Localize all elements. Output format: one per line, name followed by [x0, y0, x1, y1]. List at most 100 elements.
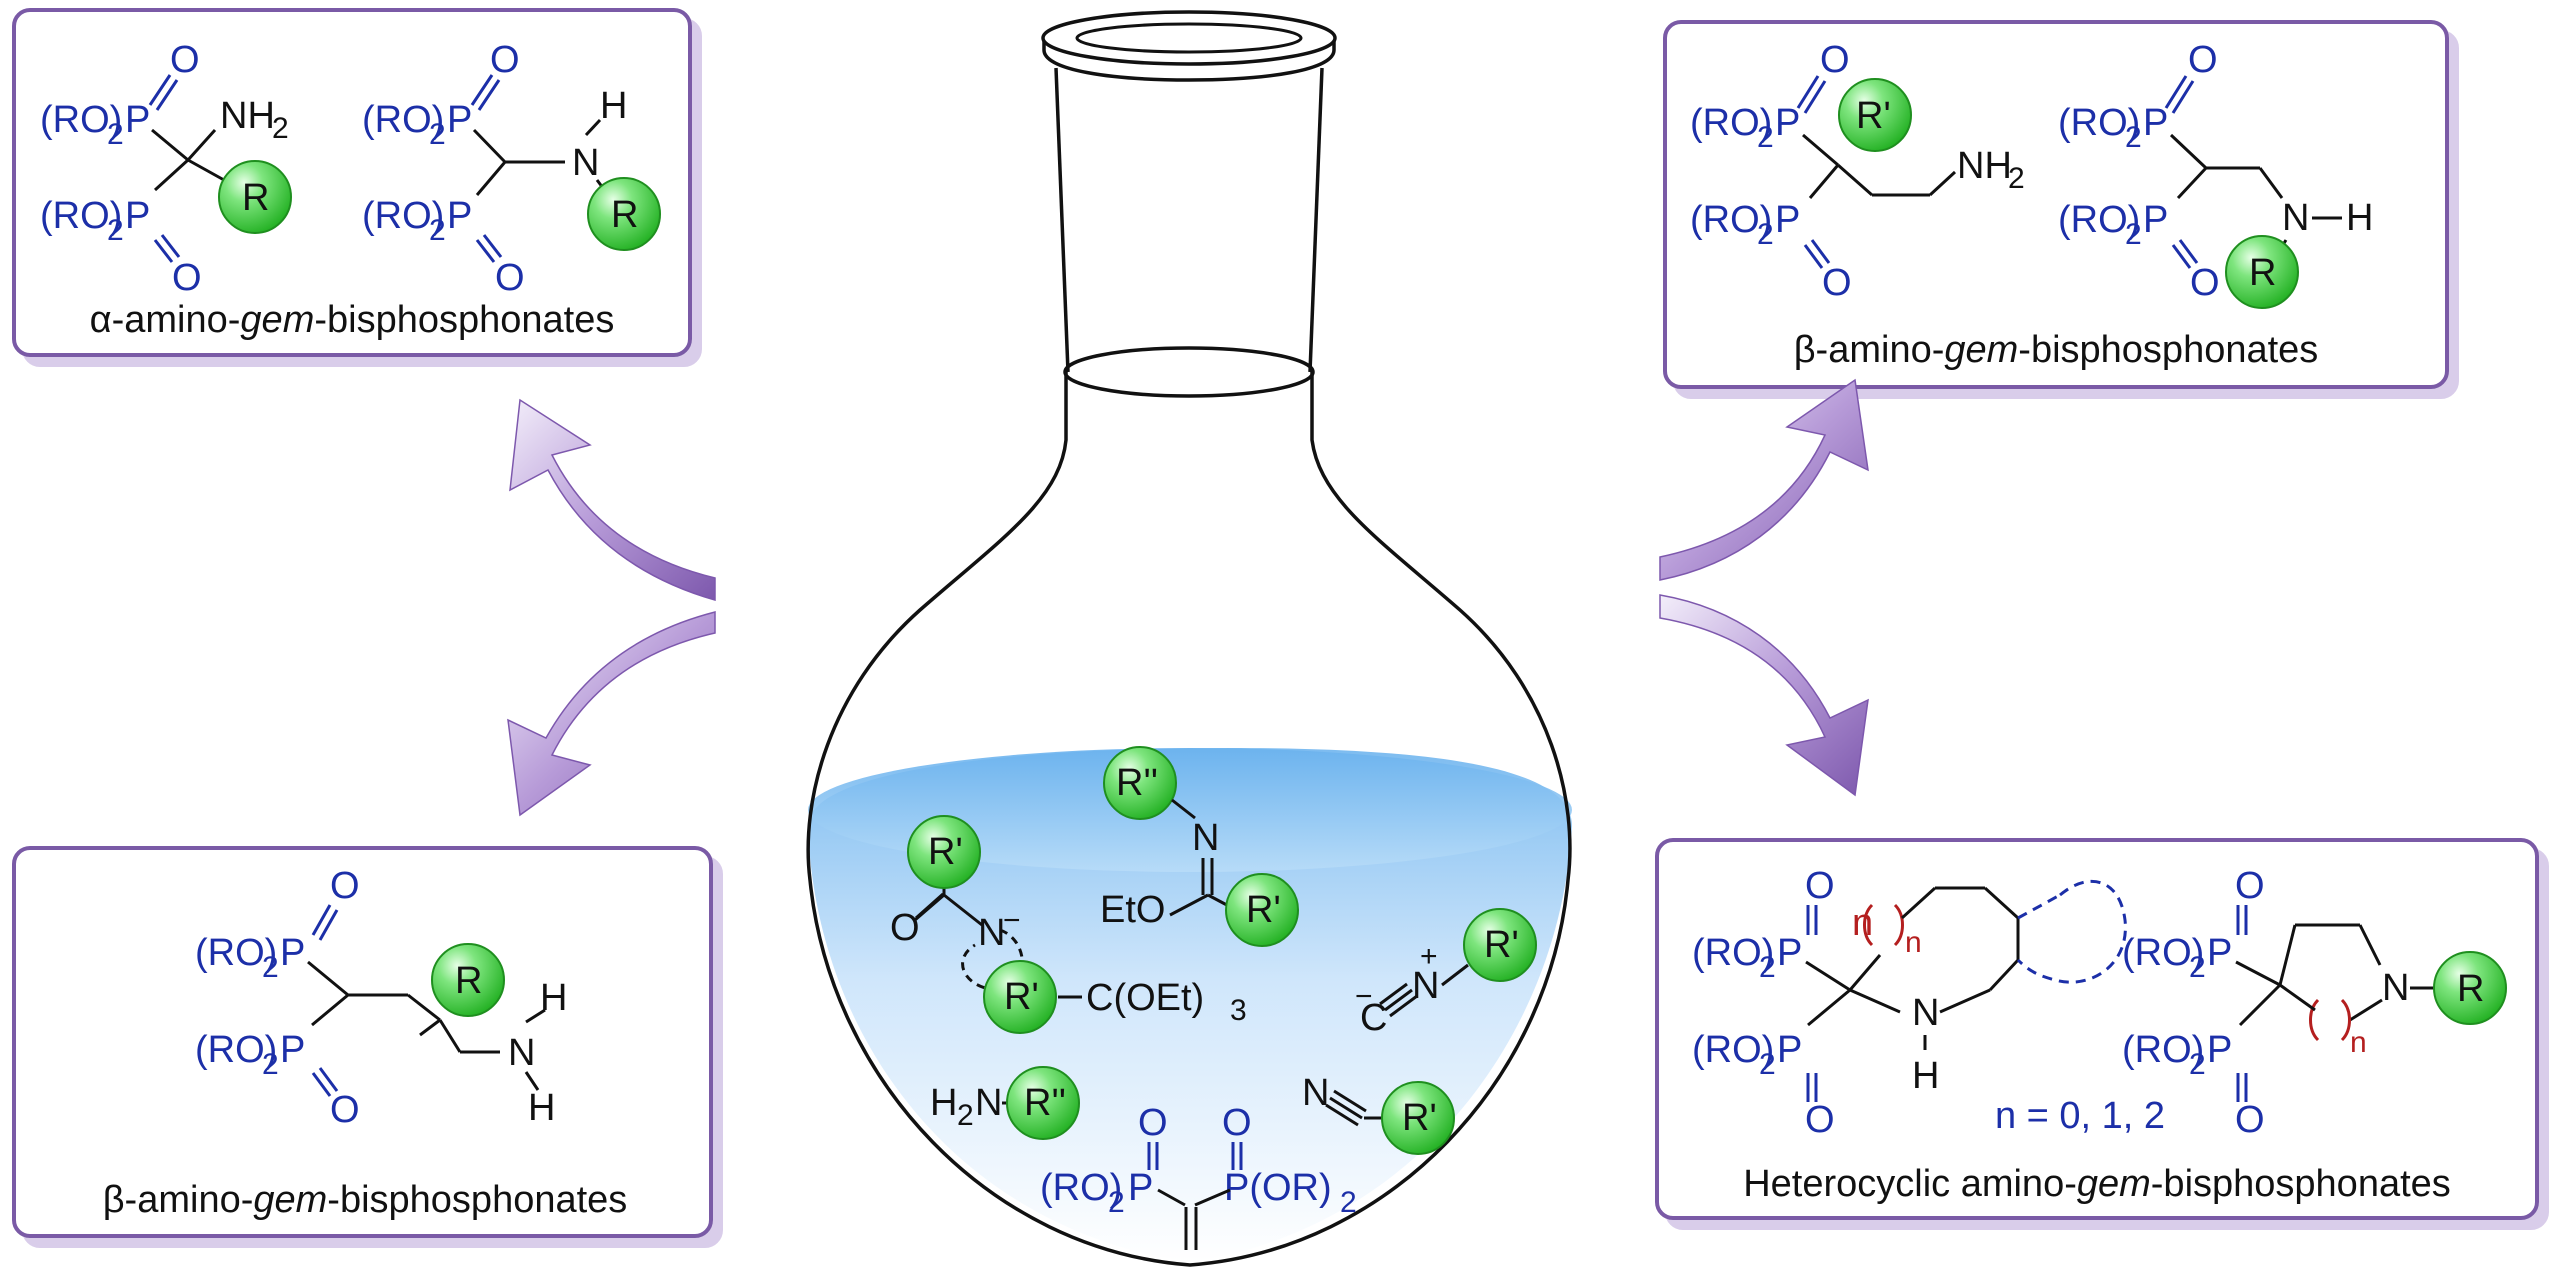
svg-text:O: O	[1820, 39, 1850, 81]
svg-text:2: 2	[107, 118, 124, 151]
svg-text:P: P	[447, 195, 472, 237]
svg-text:R: R	[242, 177, 269, 219]
svg-text:N: N	[975, 1082, 1002, 1124]
reagent-nitrile: N R'	[1302, 1072, 1455, 1155]
svg-text:O: O	[2188, 39, 2218, 81]
svg-text:P: P	[1777, 1029, 1802, 1071]
arrow-to-top-left	[509, 398, 716, 601]
svg-text:P: P	[280, 932, 305, 974]
svg-text:n: n	[1905, 926, 1922, 959]
arrow-to-bottom-right	[1659, 594, 1869, 797]
svg-text:O: O	[1805, 865, 1835, 907]
beta-amino-structure-2: (RO) 2 P O N H R (RO) 2 P O	[2058, 39, 2373, 309]
svg-text:2: 2	[429, 214, 446, 247]
svg-text:(RO): (RO)	[2122, 932, 2204, 974]
svg-text:(RO): (RO)	[1692, 1029, 1774, 1071]
svg-text:2: 2	[2189, 1048, 2206, 1081]
svg-text:P: P	[280, 1029, 305, 1071]
svg-text:(RO): (RO)	[40, 195, 122, 237]
alpha-amino-structure-1: (RO) 2 P O NH 2 R (RO) 2 P O	[40, 39, 292, 299]
beta-amino-cyclic-structure: O (RO) 2 P R N H H (RO) 2 P O	[195, 865, 567, 1131]
svg-text:H: H	[930, 1082, 957, 1124]
svg-text:R: R	[2249, 252, 2276, 294]
svg-text:O: O	[172, 257, 202, 299]
svg-text:R': R'	[1484, 924, 1519, 966]
svg-text:(RO): (RO)	[362, 99, 444, 141]
svg-text:P: P	[1777, 932, 1802, 974]
svg-text:P: P	[2207, 932, 2232, 974]
caption-top-right: β-amino-gem-bisphosphonates	[1794, 329, 2319, 371]
svg-text:2: 2	[2125, 218, 2142, 251]
svg-text:2: 2	[429, 118, 446, 151]
svg-text:P: P	[2143, 102, 2168, 144]
caption-bottom-left: β-amino-gem-bisphosphonates	[103, 1179, 628, 1221]
reagent-amide: R' O N −	[890, 815, 1024, 992]
svg-text:(RO): (RO)	[1690, 199, 1772, 241]
svg-text:R'': R''	[1116, 762, 1158, 804]
svg-text:P: P	[1775, 199, 1800, 241]
amide-R-prime: R'	[928, 831, 963, 873]
svg-text:N: N	[1912, 992, 1939, 1034]
svg-text:N: N	[572, 142, 599, 184]
svg-text:N: N	[1412, 965, 1439, 1007]
svg-text:NH: NH	[220, 95, 275, 137]
svg-text:2: 2	[107, 214, 124, 247]
alpha-amino-structure-2: (RO) 2 P O N H R (RO) 2 P O	[362, 39, 661, 299]
svg-text:H: H	[528, 1087, 555, 1129]
svg-text:(RO): (RO)	[40, 99, 122, 141]
svg-text:−: −	[1355, 980, 1373, 1013]
svg-text:N: N	[1302, 1072, 1329, 1114]
svg-text:O: O	[1822, 262, 1852, 304]
svg-text:NH: NH	[1957, 145, 2012, 187]
svg-text:O: O	[1805, 1099, 1835, 1141]
svg-text:O: O	[170, 39, 200, 81]
svg-text:2: 2	[1759, 1048, 1776, 1081]
svg-text:H: H	[600, 85, 627, 127]
svg-text:O: O	[330, 865, 360, 907]
svg-text:C(OEt): C(OEt)	[1086, 977, 1204, 1019]
svg-text:2: 2	[2008, 162, 2025, 195]
svg-text:2: 2	[262, 951, 279, 984]
svg-text:H: H	[2346, 197, 2373, 239]
flask-liquid	[808, 748, 1572, 1262]
svg-text:P: P	[125, 99, 150, 141]
svg-text:H: H	[540, 977, 567, 1019]
svg-text:EtO: EtO	[1100, 889, 1165, 931]
svg-text:P: P	[2207, 1029, 2232, 1071]
svg-text:2: 2	[1759, 951, 1776, 984]
amide-N: N	[978, 912, 1005, 954]
svg-text:2: 2	[957, 1099, 974, 1132]
svg-text:2: 2	[272, 112, 289, 145]
arrow-to-top-right	[1659, 378, 1869, 581]
box-top-left	[12, 8, 692, 357]
svg-text:+: +	[1420, 940, 1438, 973]
svg-text:P: P	[2143, 199, 2168, 241]
svg-text:R': R'	[1004, 976, 1039, 1018]
svg-text:(RO): (RO)	[2122, 1029, 2204, 1071]
svg-text:O: O	[1138, 1102, 1168, 1144]
svg-text:P: P	[1128, 1167, 1153, 1209]
caption-top-left: α-amino-gem-bisphosphonates	[90, 299, 615, 341]
beta-amino-structure-1: (RO) 2 P O R' NH 2 (RO) 2 P O	[1690, 39, 2025, 304]
svg-text:P: P	[125, 195, 150, 237]
svg-text:−: −	[1003, 904, 1021, 937]
reagent-orthoester: R' C(OEt) 3	[983, 960, 1247, 1034]
svg-text:P: P	[447, 99, 472, 141]
svg-text:O: O	[495, 257, 525, 299]
svg-text:(RO): (RO)	[2058, 199, 2140, 241]
reagent-vinylidene-bisphosphonate: O (RO) 2 P O P(OR) 2	[1040, 1102, 1357, 1250]
pyrrolidine-bisphosphonate: O (RO) 2 P N R n (RO) 2 P O	[2122, 865, 2507, 1141]
svg-text:(RO): (RO)	[362, 195, 444, 237]
svg-text:R': R'	[1246, 889, 1281, 931]
svg-text:2: 2	[1108, 1186, 1125, 1219]
svg-text:O: O	[330, 1089, 360, 1131]
svg-text:R: R	[455, 960, 482, 1002]
svg-text:P: P	[1775, 102, 1800, 144]
svg-text:R': R'	[1402, 1097, 1437, 1139]
svg-text:N: N	[1192, 817, 1219, 859]
svg-text:R: R	[2457, 968, 2484, 1010]
box-bottom-left	[12, 846, 713, 1238]
svg-text:2: 2	[2189, 951, 2206, 984]
svg-text:2: 2	[262, 1048, 279, 1081]
